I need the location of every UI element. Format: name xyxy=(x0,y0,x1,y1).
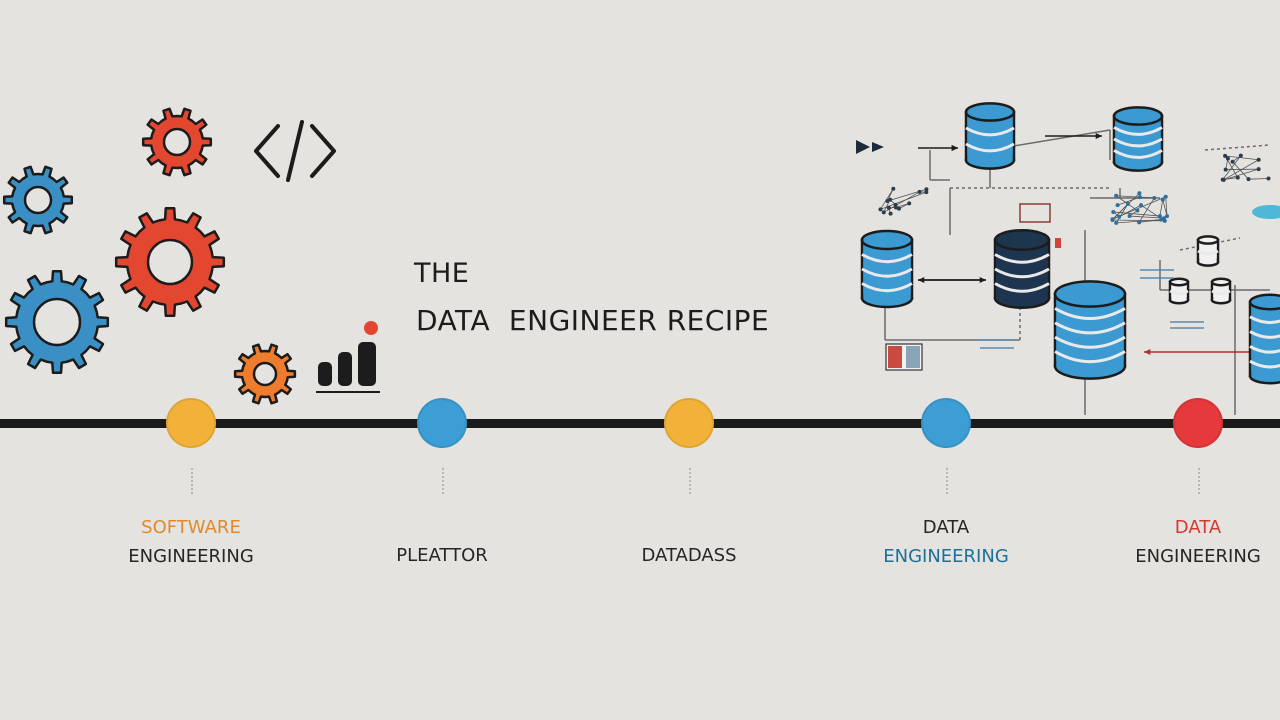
code-brackets-icon xyxy=(254,120,336,182)
milestone-label-line: PLEATTOR xyxy=(396,545,488,566)
milestone-label-line: ENGINEERING xyxy=(128,546,254,567)
pill-icon xyxy=(1252,205,1280,219)
database-icon xyxy=(964,102,1016,170)
milestone-label: DATA ENGINEERING xyxy=(1135,513,1261,571)
timeline-node xyxy=(921,398,971,448)
timeline-node xyxy=(664,398,714,448)
gear-icon xyxy=(141,107,213,177)
arrow-icon xyxy=(918,276,986,284)
timeline-stem xyxy=(191,468,193,494)
arrow-icon xyxy=(1045,132,1102,140)
bar-chart-icon xyxy=(316,321,380,393)
network-graph-icon xyxy=(1110,191,1170,225)
network-graph-icon xyxy=(1220,153,1271,182)
timeline-stem xyxy=(1198,468,1200,494)
table-widget-icon xyxy=(885,343,923,371)
milestone-label: DATADASS xyxy=(641,541,736,570)
timeline-stem xyxy=(689,468,691,494)
milestone-label: PLEATTOR xyxy=(396,541,488,570)
gear-icon xyxy=(233,343,297,405)
database-icon xyxy=(993,229,1051,309)
gear-icon xyxy=(4,269,110,375)
network-graph-icon xyxy=(878,186,929,216)
milestone-label-line: ENGINEERING xyxy=(883,546,1009,567)
timeline-line xyxy=(0,419,1280,428)
database-mini-icon xyxy=(1168,277,1190,305)
milestone-label-line: DATADASS xyxy=(641,545,737,566)
arrowhead-icon xyxy=(872,142,884,152)
milestone-label-line: SOFTWARE xyxy=(141,517,241,538)
milestone-label: SOFTWARE ENGINEERING xyxy=(128,513,254,571)
marker-icon xyxy=(1019,203,1061,248)
arrow-icon xyxy=(951,144,958,152)
milestone-label: DATA ENGINEERING xyxy=(883,513,1009,571)
timeline-node xyxy=(166,398,216,448)
title-line-2: DATA ENGINEER RECIPE xyxy=(416,304,770,337)
database-mini-icon xyxy=(1196,235,1220,267)
database-mini-icon xyxy=(1210,277,1232,305)
database-network-illustration xyxy=(856,102,1280,415)
timeline-stem xyxy=(946,468,948,494)
timeline-node xyxy=(417,398,467,448)
database-icon xyxy=(1248,293,1280,385)
timeline-node xyxy=(1173,398,1223,448)
database-icon xyxy=(1053,280,1127,380)
arrowhead-icon xyxy=(856,140,870,154)
database-icon xyxy=(860,229,914,309)
gear-icon xyxy=(114,206,226,318)
database-icon xyxy=(1112,106,1164,172)
milestone-label-line: DATA xyxy=(922,517,970,538)
timeline-stem xyxy=(442,468,444,494)
title-line-1: THE xyxy=(414,258,470,289)
connector-line xyxy=(1204,144,1271,151)
milestone-label-line: DATA xyxy=(1174,517,1222,538)
gear-cluster xyxy=(2,107,297,405)
milestone-label-line: ENGINEERING xyxy=(1135,546,1261,567)
gear-icon xyxy=(2,165,74,235)
